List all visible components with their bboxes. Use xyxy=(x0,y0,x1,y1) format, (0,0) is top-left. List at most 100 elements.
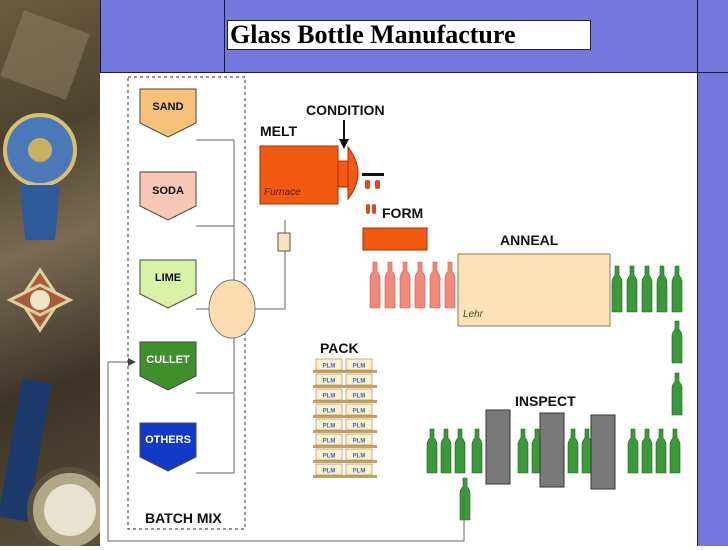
carton xyxy=(345,418,373,431)
pallet xyxy=(313,445,377,448)
feed-lines xyxy=(196,139,235,474)
bottle-icon xyxy=(414,261,426,309)
bottle-icon xyxy=(384,261,396,309)
bottle-icon xyxy=(671,372,683,416)
carton-label: PLM xyxy=(353,424,366,430)
bottle-icon xyxy=(671,320,683,364)
inspection-gate xyxy=(590,414,616,490)
carton-label: PLM xyxy=(323,439,336,445)
bottle-icon xyxy=(641,265,653,313)
bottle-icon xyxy=(459,477,471,521)
carton xyxy=(315,358,343,371)
pallet xyxy=(313,460,377,463)
furnace-label: Furnace xyxy=(264,187,301,198)
forming-machine xyxy=(362,227,428,251)
header-grid-line xyxy=(224,0,225,73)
carton-label: PLM xyxy=(353,379,366,385)
process-diagram-svg: SAND SODA LIME CULLET OTHERS xyxy=(107,76,683,542)
carton xyxy=(315,463,343,476)
gob-shear xyxy=(362,173,384,176)
bottle-icon xyxy=(471,428,483,474)
inspection-gate xyxy=(539,412,565,488)
ingredient-soda: SODA xyxy=(139,171,197,221)
carton xyxy=(315,403,343,416)
carton-label: PLM xyxy=(323,364,336,370)
pallet xyxy=(313,400,377,403)
bottle-icon xyxy=(655,428,667,474)
slide-right-band xyxy=(698,73,728,546)
ingredient-sand: SAND xyxy=(139,88,197,138)
pack-label: PACK xyxy=(320,340,359,356)
mixer-to-furnace-line xyxy=(255,243,286,310)
carton-label: PLM xyxy=(323,469,336,475)
carton-label: PLM xyxy=(323,454,336,460)
carton-label: PLM xyxy=(353,469,366,475)
carton-label: PLM xyxy=(323,394,336,400)
pallet xyxy=(313,385,377,388)
bottle-icon xyxy=(369,261,381,309)
conditioning-chamber xyxy=(347,145,359,201)
header-grid-line xyxy=(100,0,101,73)
mixer-drum xyxy=(208,279,256,339)
ingredient-lime: LIME xyxy=(139,259,197,309)
carton xyxy=(345,388,373,401)
melt-label: MELT xyxy=(260,123,298,139)
decorative-photo-strip xyxy=(0,0,100,546)
carton xyxy=(315,388,343,401)
header-grid-line xyxy=(100,72,728,73)
hot-bottles xyxy=(369,261,456,309)
carton xyxy=(345,463,373,476)
medal-photo xyxy=(0,10,100,546)
conveyor-drop-bottles xyxy=(671,320,683,416)
ingredient-label: CULLET xyxy=(146,354,190,366)
carton-label: PLM xyxy=(323,379,336,385)
ingredient-label: LIME xyxy=(155,272,181,284)
carton xyxy=(315,433,343,446)
cullet-return-arrow xyxy=(128,358,136,366)
ingredient-label: OTHERS xyxy=(145,434,191,446)
carton xyxy=(315,418,343,431)
pallet xyxy=(313,415,377,418)
annealing-lehr xyxy=(457,253,611,327)
bottle-icon xyxy=(426,428,438,474)
bottle-icon xyxy=(454,428,466,474)
anneal-label: ANNEAL xyxy=(500,232,559,248)
bottle-icon xyxy=(429,261,441,309)
inspect-label: INSPECT xyxy=(515,393,576,409)
bottle-icon xyxy=(444,261,456,309)
batch-mix-label: BATCH MIX xyxy=(145,510,222,526)
batch-feeder xyxy=(277,232,291,252)
condition-label: CONDITION xyxy=(306,102,385,118)
bottle-icon xyxy=(567,428,579,474)
forehearth xyxy=(337,160,349,188)
form-label: FORM xyxy=(382,205,423,221)
bottle-icon xyxy=(440,428,452,474)
bottle-icon xyxy=(641,428,653,474)
slide-title: Glass Bottle Manufacture xyxy=(227,20,591,50)
lehr-label: Lehr xyxy=(463,309,484,320)
ingredient-label: SODA xyxy=(152,185,184,197)
carton xyxy=(345,433,373,446)
carton xyxy=(315,373,343,386)
cullet-return-line xyxy=(107,361,465,542)
pallet xyxy=(313,475,377,478)
carton xyxy=(345,358,373,371)
pallet xyxy=(313,430,377,433)
ingredient-label: SAND xyxy=(152,101,183,113)
carton-label: PLM xyxy=(353,364,366,370)
header-grid-line xyxy=(697,0,698,546)
carton-label: PLM xyxy=(353,439,366,445)
carton xyxy=(345,403,373,416)
process-diagram: SAND SODA LIME CULLET OTHERS xyxy=(100,73,698,546)
carton-label: PLM xyxy=(353,454,366,460)
bottle-icon xyxy=(517,428,529,474)
bottle-icon xyxy=(399,261,411,309)
bottle-icon xyxy=(611,265,623,313)
ingredient-cullet: CULLET xyxy=(139,341,197,391)
ingredient-others: OTHERS xyxy=(139,422,197,472)
carton-label: PLM xyxy=(323,409,336,415)
bottle-icon xyxy=(656,265,668,313)
bottle-icon xyxy=(669,428,681,474)
annealed-bottles xyxy=(611,265,683,313)
